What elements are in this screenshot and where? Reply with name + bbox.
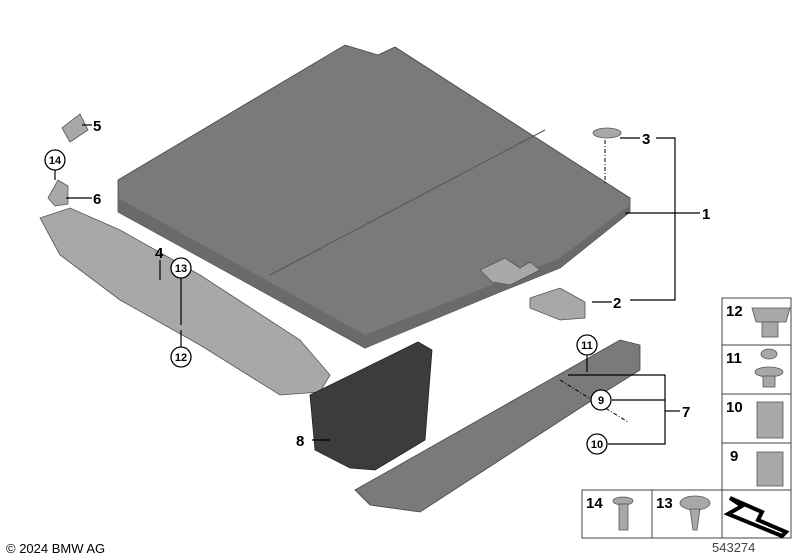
circled-callouts: 14 13 12 11 9 10 — [44, 149, 612, 455]
fastener-legend: 12 11 10 9 14 13 — [581, 297, 792, 539]
loading-sill-trim-part[interactable] — [354, 339, 641, 513]
clip-9-icon — [756, 451, 784, 487]
callout-4: 4 — [155, 245, 164, 262]
callout-14: 14 — [49, 155, 62, 167]
callout-6: 6 — [93, 191, 101, 208]
callout-3: 3 — [642, 131, 650, 148]
callout-7: 7 — [682, 404, 690, 421]
support-rail-part[interactable] — [39, 207, 331, 396]
cover-cap-part[interactable] — [592, 127, 622, 139]
front-direction-arrow-icon — [723, 496, 790, 539]
expansion-rivet-icon — [751, 307, 791, 323]
storage-box-part[interactable] — [309, 341, 433, 471]
legend-label-11: 11 — [726, 350, 742, 367]
luggage-floor-panel[interactable] — [117, 44, 631, 349]
callout-8: 8 — [296, 433, 304, 450]
clip-10-icon — [756, 401, 784, 439]
legend-label-12: 12 — [726, 303, 743, 320]
callout-10: 10 — [591, 439, 603, 451]
copyright: © 2024 BMW AG — [6, 541, 106, 556]
legend-label-9: 9 — [730, 448, 738, 465]
bracket-part[interactable] — [47, 179, 69, 207]
callout-5: 5 — [93, 118, 101, 135]
callout-1: 1 — [702, 206, 710, 223]
leader-lines — [54, 124, 700, 445]
callout-12: 12 — [175, 352, 187, 364]
screw-13-icon — [679, 495, 711, 511]
callout-11: 11 — [581, 340, 593, 352]
guide-part[interactable] — [529, 287, 586, 321]
legend-label-13: 13 — [656, 495, 673, 512]
legend-label-10: 10 — [726, 399, 743, 416]
callout-9: 9 — [598, 395, 604, 407]
callout-13: 13 — [175, 263, 187, 275]
callout-2: 2 — [613, 295, 621, 312]
legend-label-14: 14 — [586, 495, 603, 512]
diagram-id: 543274 — [712, 540, 756, 555]
trim-clip-part[interactable] — [61, 113, 89, 143]
expansion-rivet-body-icon — [761, 321, 779, 338]
push-rivet-icon — [760, 348, 778, 360]
